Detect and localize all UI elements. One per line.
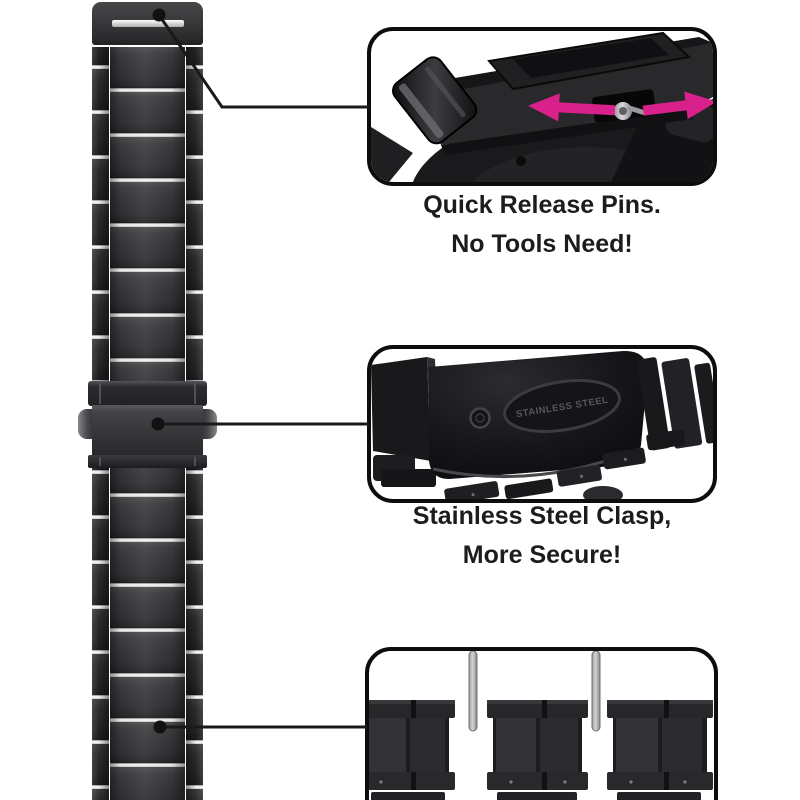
spare-link-right xyxy=(607,700,713,800)
case-detail-dot xyxy=(516,156,526,166)
bracelet-tail xyxy=(371,127,413,182)
strap-plate xyxy=(417,43,713,145)
quick-release-lever xyxy=(627,105,646,115)
clasp-cap-highlight xyxy=(194,457,196,466)
link-pin-right xyxy=(591,651,601,732)
strap-connector-recess xyxy=(513,38,669,78)
clasp-cap-highlight xyxy=(99,457,101,466)
link-pin-left xyxy=(468,651,478,732)
clasp-cap-bottom xyxy=(88,455,207,468)
spare-link-middle xyxy=(487,700,588,800)
clasp-side-links xyxy=(636,357,713,451)
clasp-arm-left xyxy=(371,357,431,461)
quick-release-photo xyxy=(371,31,713,182)
clasp-caption-line2: More Secure! xyxy=(462,541,622,569)
quick-release-knob-center xyxy=(619,107,627,115)
clasp-emblem xyxy=(469,407,491,429)
quick-release-caption-line2: No Tools Need! xyxy=(451,230,633,258)
quick-release-caption-line1: Quick Release Pins. xyxy=(423,191,661,219)
slide-arrow-right-icon xyxy=(642,91,713,120)
watch-band xyxy=(78,2,217,800)
callout-box-quick-release xyxy=(367,27,717,186)
band-end-link xyxy=(92,2,203,45)
clasp-foot xyxy=(381,469,436,487)
band-end-link-highlight xyxy=(112,20,184,27)
spare-link-left xyxy=(369,700,455,800)
clasp-cap-highlight xyxy=(194,383,196,404)
clasp-pusher-left xyxy=(78,409,94,439)
clasp-pusher-right xyxy=(201,409,217,439)
band-clasp xyxy=(78,376,217,470)
clasp-body xyxy=(92,405,203,457)
clasp-release-tab xyxy=(583,486,623,499)
strap-plate-shadow xyxy=(441,109,693,155)
end-link-closeup xyxy=(392,56,478,145)
callout-box-clasp: STAINLESS STEEL xyxy=(367,345,717,503)
clasp-photo: STAINLESS STEEL xyxy=(371,350,713,499)
clasp-engraving-oval: STAINLESS STEEL xyxy=(503,379,621,433)
clasp-bottom-links xyxy=(444,429,686,499)
clasp-caption-line1: Stainless Steel Clasp, xyxy=(412,502,672,530)
clasp-emblem-inner xyxy=(475,413,485,423)
clasp-cap-highlight xyxy=(99,383,101,404)
slide-arrow-left-icon xyxy=(528,93,616,122)
clasp-cap-top xyxy=(88,381,207,406)
spare-links-photo xyxy=(369,651,713,800)
callout-box-links xyxy=(365,647,718,800)
